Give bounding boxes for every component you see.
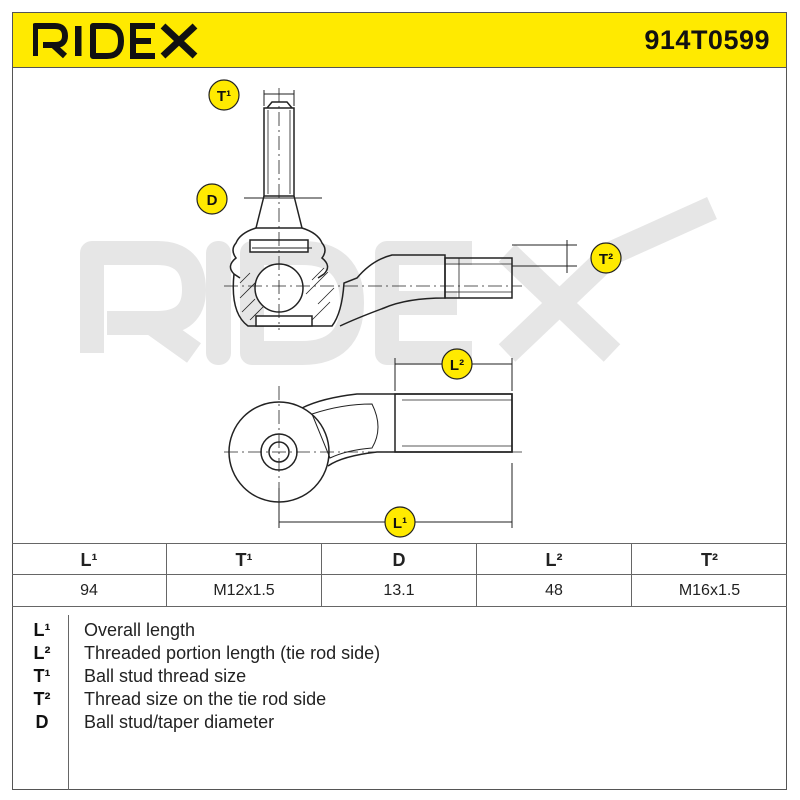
value-cell-d: 13.1	[322, 575, 477, 607]
ridex-watermark	[80, 197, 717, 365]
legend: L¹ Overall length L² Threaded portion le…	[12, 607, 787, 790]
legend-text: Ball stud thread size	[84, 666, 247, 686]
callout-l2: L²	[441, 348, 473, 380]
header-bar: 914T0599	[12, 12, 787, 68]
legend-text: Overall length	[84, 620, 196, 640]
legend-item: L² Threaded portion length (tie rod side…	[12, 642, 787, 664]
svg-text:D: D	[207, 192, 218, 209]
spec-table: L¹ T¹ D L² T² 94 M12x1.5 13.1 48 M16x1.5	[12, 543, 787, 607]
svg-text:L²: L²	[450, 357, 464, 374]
legend-text: Ball stud/taper diameter	[84, 712, 275, 732]
callout-t2: T²	[590, 242, 622, 274]
header-cell-d: D	[322, 543, 477, 575]
side-view	[224, 88, 522, 330]
callout-t1: T¹	[208, 79, 240, 111]
technical-drawing: T¹ D T² L² L¹	[80, 79, 717, 538]
header-cell-t1: T¹	[167, 543, 322, 575]
svg-text:T²: T²	[599, 251, 613, 268]
legend-symbol: D	[35, 712, 49, 732]
value-cell-t1: M12x1.5	[167, 575, 322, 607]
legend-item: T¹ Ball stud thread size	[12, 665, 787, 687]
legend-symbol: L²	[33, 643, 51, 663]
value-cell-t2: M16x1.5	[632, 575, 787, 607]
callout-l1: L¹	[384, 506, 416, 538]
part-number: 914T0599	[644, 25, 770, 55]
ridex-logo	[33, 23, 198, 59]
header-cell-l1: L¹	[12, 543, 167, 575]
svg-text:T¹: T¹	[217, 88, 231, 105]
spec-table-values: 94 M12x1.5 13.1 48 M16x1.5	[12, 575, 787, 607]
legend-divider	[68, 615, 69, 790]
header-cell-l2: L²	[477, 543, 632, 575]
top-view	[224, 386, 522, 518]
value-cell-l2: 48	[477, 575, 632, 607]
value-cell-l1: 94	[12, 575, 167, 607]
legend-symbol: T¹	[33, 666, 51, 686]
legend-item: L¹ Overall length	[12, 619, 787, 641]
callout-d: D	[196, 183, 228, 215]
spec-table-header: L¹ T¹ D L² T²	[12, 543, 787, 575]
legend-item: T² Thread size on the tie rod side	[12, 688, 787, 710]
header-cell-t2: T²	[632, 543, 787, 575]
legend-item: D Ball stud/taper diameter	[12, 711, 787, 733]
legend-text: Thread size on the tie rod side	[84, 689, 327, 709]
svg-text:L¹: L¹	[393, 515, 407, 532]
legend-symbol: T²	[33, 689, 51, 709]
legend-text: Threaded portion length (tie rod side)	[84, 643, 381, 663]
legend-symbol: L¹	[33, 620, 51, 640]
